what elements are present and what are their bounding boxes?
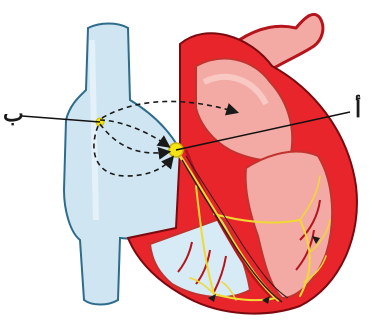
label-a: أ [355,99,361,121]
label-b: ب [3,103,24,125]
